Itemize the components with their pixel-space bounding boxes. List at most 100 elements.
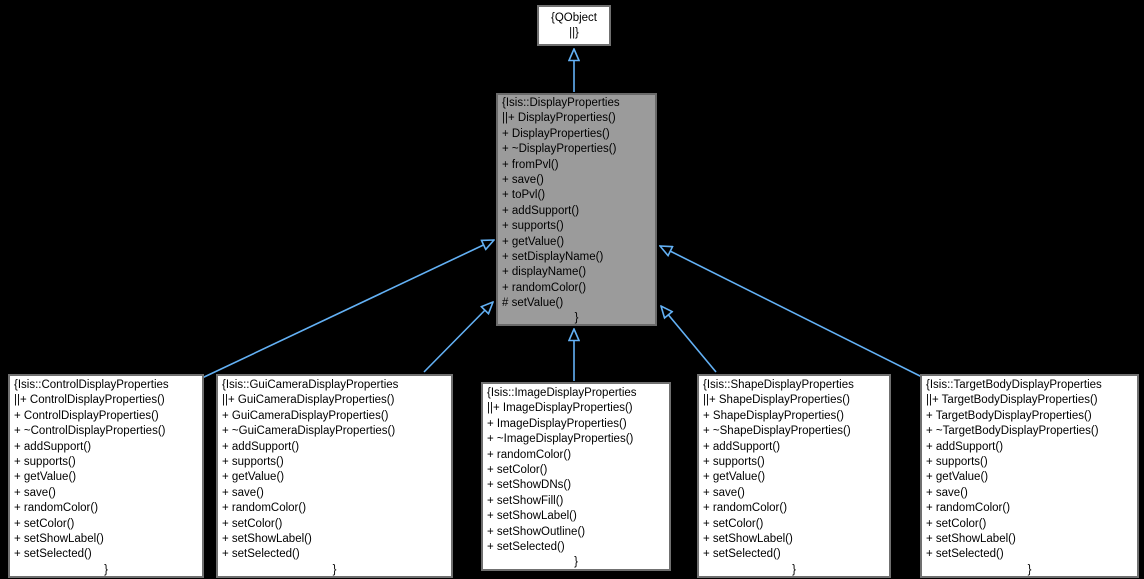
member-line: + save() bbox=[926, 486, 968, 499]
member-line: {Isis::DisplayProperties bbox=[502, 97, 620, 109]
class-node-qobject[interactable]: {QObject ||} bbox=[537, 5, 611, 46]
member-line: + supports() bbox=[14, 455, 76, 468]
class-node-shape-display-properties[interactable]: {Isis::ShapeDisplayProperties||+ ShapeDi… bbox=[697, 374, 891, 578]
member-line: + setShowLabel() bbox=[703, 532, 793, 545]
class-node-targetbody-display-properties[interactable]: {Isis::TargetBodyDisplayProperties||+ Ta… bbox=[920, 374, 1139, 578]
member-line: } bbox=[104, 563, 108, 576]
member-line: + setSelected() bbox=[703, 548, 781, 561]
member-line: # setValue() bbox=[502, 297, 564, 310]
inheritance-arrow-shapedisplayproperties bbox=[661, 306, 717, 373]
member-line: ||+ GuiCameraDisplayProperties() bbox=[222, 394, 395, 407]
inheritance-arrow-guicameradisplayproperties bbox=[423, 302, 493, 373]
member-line: + addSupport() bbox=[222, 440, 300, 453]
member-line: ||+ ImageDisplayProperties() bbox=[487, 402, 633, 415]
member-line: ||+ DisplayProperties() bbox=[502, 112, 616, 125]
class-members: {QObject ||} bbox=[543, 11, 605, 42]
member-line: ||+ ShapeDisplayProperties() bbox=[703, 394, 850, 407]
member-line: + randomColor() bbox=[926, 502, 1011, 515]
member-line: + addSupport() bbox=[703, 440, 781, 453]
member-line: + setColor() bbox=[222, 517, 283, 530]
inheritance-arrow-targetbodydisplayproperties bbox=[660, 246, 925, 379]
member-line: + ShapeDisplayProperties() bbox=[703, 409, 844, 422]
member-line: + getValue() bbox=[502, 235, 565, 248]
member-line: } bbox=[1027, 563, 1032, 576]
member-line: + ~ShapeDisplayProperties() bbox=[703, 425, 851, 438]
class-members: {Isis::ImageDisplayProperties||+ ImageDi… bbox=[487, 386, 665, 569]
member-line: + getValue() bbox=[703, 471, 766, 484]
member-line: + setShowDNs() bbox=[487, 479, 572, 492]
member-line: + addSupport() bbox=[502, 204, 580, 217]
member-line: {Isis::ControlDisplayProperties bbox=[14, 379, 169, 391]
member-line: + setSelected() bbox=[14, 548, 92, 561]
class-node-control-display-properties[interactable]: {Isis::ControlDisplayProperties||+ Contr… bbox=[8, 374, 204, 578]
member-line: + toPvl() bbox=[502, 189, 546, 202]
member-line: + ~DisplayProperties() bbox=[502, 143, 617, 156]
member-line: + setSelected() bbox=[222, 548, 300, 561]
member-line: + setShowFill() bbox=[487, 494, 564, 507]
class-node-guicamera-display-properties[interactable]: {Isis::GuiCameraDisplayProperties||+ Gui… bbox=[216, 374, 453, 578]
member-line: } bbox=[332, 563, 337, 576]
inheritance-arrow-controldisplayproperties bbox=[201, 240, 494, 379]
member-line: {Isis::ImageDisplayProperties bbox=[487, 387, 637, 399]
member-line: + GuiCameraDisplayProperties() bbox=[222, 409, 389, 422]
member-line: + getValue() bbox=[14, 471, 77, 484]
member-line: + setColor() bbox=[487, 463, 548, 476]
member-line: + fromPvl() bbox=[502, 158, 559, 171]
member-line: + setShowLabel() bbox=[926, 532, 1016, 545]
member-line: + DisplayProperties() bbox=[502, 127, 610, 140]
member-line: + save() bbox=[222, 486, 264, 499]
member-line: + randomColor() bbox=[703, 502, 788, 515]
member-line: + randomColor() bbox=[14, 502, 99, 515]
class-node-display-properties: {Isis::DisplayProperties||+ DisplayPrope… bbox=[496, 93, 657, 326]
member-line: + setColor() bbox=[14, 517, 75, 530]
member-line: + setShowLabel() bbox=[487, 510, 577, 523]
member-line: + setDisplayName() bbox=[502, 250, 604, 263]
member-line: + randomColor() bbox=[487, 448, 572, 461]
class-members: {Isis::TargetBodyDisplayProperties||+ Ta… bbox=[926, 378, 1133, 576]
member-line: + addSupport() bbox=[926, 440, 1004, 453]
class-node-image-display-properties[interactable]: {Isis::ImageDisplayProperties||+ ImageDi… bbox=[481, 382, 671, 571]
member-line: ||+ ControlDisplayProperties() bbox=[14, 394, 165, 407]
class-members: {Isis::DisplayProperties||+ DisplayPrope… bbox=[502, 96, 651, 325]
member-line: + supports() bbox=[222, 455, 284, 468]
member-line: + supports() bbox=[926, 455, 988, 468]
member-line: {Isis::ShapeDisplayProperties bbox=[703, 379, 854, 391]
member-line: } bbox=[574, 312, 579, 325]
class-members: {Isis::ControlDisplayProperties||+ Contr… bbox=[14, 378, 198, 576]
member-line: + ~GuiCameraDisplayProperties() bbox=[222, 425, 396, 438]
member-line: + setShowOutline() bbox=[487, 525, 586, 538]
member-line: + setColor() bbox=[926, 517, 987, 530]
member-line: + ControlDisplayProperties() bbox=[14, 409, 159, 422]
member-line: + save() bbox=[703, 486, 745, 499]
member-line: + TargetBodyDisplayProperties() bbox=[926, 409, 1092, 422]
member-line: + randomColor() bbox=[222, 502, 307, 515]
member-line: + ~ImageDisplayProperties() bbox=[487, 433, 634, 446]
member-line: ||+ TargetBodyDisplayProperties() bbox=[926, 394, 1098, 407]
member-line: + randomColor() bbox=[502, 281, 587, 294]
member-line: + ~TargetBodyDisplayProperties() bbox=[926, 425, 1099, 438]
member-line: + save() bbox=[502, 173, 544, 186]
class-members: {Isis::ShapeDisplayProperties||+ ShapeDi… bbox=[703, 378, 885, 576]
member-line: + supports() bbox=[703, 455, 765, 468]
member-line: } bbox=[574, 556, 578, 569]
member-line: + setShowLabel() bbox=[222, 532, 312, 545]
member-line: {Isis::TargetBodyDisplayProperties bbox=[926, 379, 1102, 391]
member-line: + ~ControlDisplayProperties() bbox=[14, 425, 166, 438]
member-line: + save() bbox=[14, 486, 56, 499]
member-line: + supports() bbox=[502, 220, 564, 233]
member-line: {QObject bbox=[550, 12, 598, 24]
member-line: + getValue() bbox=[222, 471, 285, 484]
member-line: + setSelected() bbox=[926, 548, 1004, 561]
member-line: {Isis::GuiCameraDisplayProperties bbox=[222, 379, 399, 391]
member-line: } bbox=[792, 563, 796, 576]
member-line: + setColor() bbox=[703, 517, 764, 530]
member-line: ||} bbox=[569, 27, 579, 40]
member-line: + setShowLabel() bbox=[14, 532, 104, 545]
member-line: + addSupport() bbox=[14, 440, 92, 453]
member-line: + getValue() bbox=[926, 471, 989, 484]
member-line: + ImageDisplayProperties() bbox=[487, 417, 627, 430]
class-members: {Isis::GuiCameraDisplayProperties||+ Gui… bbox=[222, 378, 447, 576]
member-line: + setSelected() bbox=[487, 540, 565, 553]
